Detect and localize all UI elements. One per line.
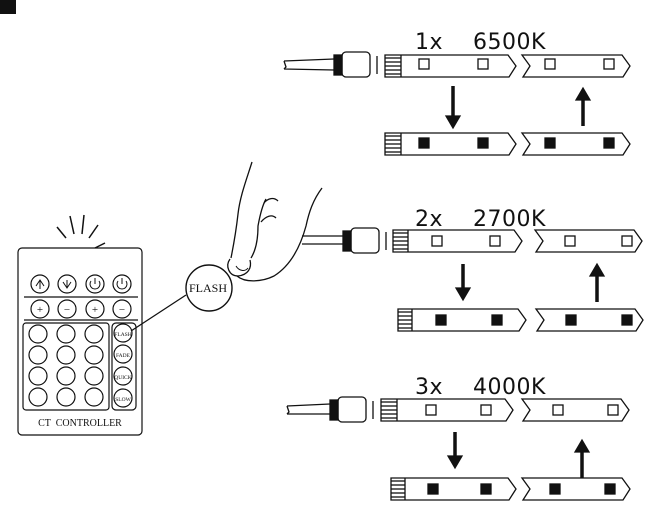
power-connector-icon [302,227,387,254]
arrow-up-icon [574,86,592,101]
mode-2-title: 2x 2700K [400,182,546,232]
led-strip-off [384,54,517,78]
led-strip-off [533,229,643,253]
power-connector-icon [283,51,378,78]
power-connector-icon [286,396,374,423]
quick-button[interactable] [113,366,133,386]
led-strip-on [397,308,527,332]
fade-button-label: FADE [116,353,131,359]
led-strip-on [534,308,644,332]
minus-button-1[interactable] [57,299,77,319]
mode-1-count: 1x [415,30,444,55]
power-on-button[interactable] [85,274,105,294]
keypad-grid [22,322,110,411]
remote-body [17,247,143,436]
led-strip-off [520,54,631,78]
quick-button-label: QUICK [114,375,131,381]
led-strip-on [384,132,517,156]
mode-1-diagram [283,51,631,156]
signal-rays-icon [56,214,106,249]
power-off-button[interactable] [112,274,132,294]
led-strip-on [390,477,517,501]
arrow-up-icon [588,262,606,277]
flash-callout-label: FLASH [189,281,227,295]
mode-3-title: 3x 4000K [400,350,546,400]
remote-controller [17,214,143,436]
arrow-down-icon [444,115,462,130]
led-strip-off [392,229,523,253]
mode-3-count: 3x [415,375,444,400]
callout-pointer [130,294,187,332]
mode-2-temperature: 2700K [473,207,546,232]
fade-button[interactable] [113,344,133,364]
mode-3-temperature: 4000K [473,375,546,400]
led-strip-off [520,398,630,422]
led-strip-off [380,398,514,422]
brightness-down-button[interactable] [57,274,77,294]
mode-2-count: 2x [415,207,444,232]
slow-button-label: SLOW [115,397,131,403]
arrow-down-icon [446,455,464,470]
arrow-up-icon [573,438,591,453]
arrow-down-icon [454,287,472,302]
remote-top-buttons [24,274,138,298]
slow-button[interactable] [113,388,133,408]
hand-pointer-icon [227,161,323,282]
mode-1-title: 1x 6500K [400,5,546,55]
corner-mark [0,0,16,14]
led-strip-on [520,132,631,156]
remote-caption: CT CONTROLLER [38,418,122,429]
mode-3-diagram [286,396,631,501]
minus-label-1: − [64,304,70,316]
led-strip-on [520,477,631,501]
flash-button-label: FLASH [114,332,131,338]
brightness-up-button[interactable] [30,274,50,294]
minus-button-2[interactable] [112,299,132,319]
mode-1-temperature: 6500K [473,30,546,55]
side-button-column [111,322,137,411]
flash-button[interactable] [113,323,133,343]
minus-label-2: − [119,304,125,316]
plus-label-2: + [92,304,98,316]
mode-2-diagram [302,227,644,332]
plus-minus-row [24,299,138,321]
plus-button-2[interactable] [85,299,105,319]
plus-button-1[interactable] [30,299,50,319]
plus-label-1: + [37,304,43,316]
flash-callout [185,264,233,312]
